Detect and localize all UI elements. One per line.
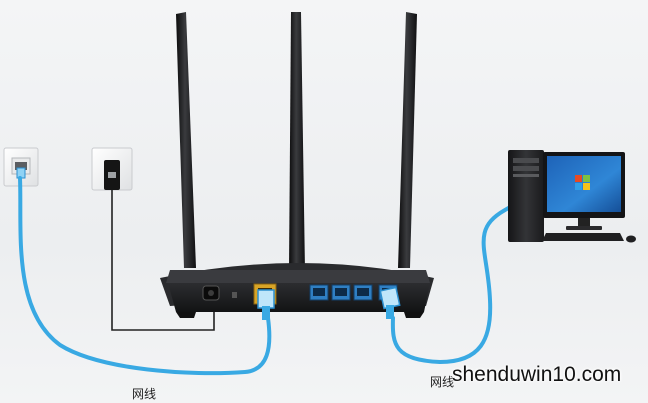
desktop-computer [508, 150, 636, 243]
router-antennas [176, 12, 417, 272]
router-foot-right [404, 312, 424, 318]
desktop-tower [508, 150, 544, 242]
cable-label-left: 网线 [132, 385, 156, 402]
power-outlet-icon [108, 172, 116, 178]
antenna-center [289, 12, 305, 272]
wall-power-socket [92, 148, 132, 190]
keyboard [542, 233, 624, 241]
router-foot-left [176, 312, 196, 318]
antenna-right [398, 12, 417, 268]
site-watermark: shenduwin10.com [452, 363, 621, 387]
reset-button [232, 292, 237, 298]
mouse [626, 236, 636, 243]
cable-label-right: 网线 [430, 373, 454, 390]
rj45-plug-wan [258, 290, 274, 320]
antenna-left [176, 12, 196, 268]
rj45-plug-lan [380, 288, 399, 319]
monitor-stand [578, 218, 590, 226]
